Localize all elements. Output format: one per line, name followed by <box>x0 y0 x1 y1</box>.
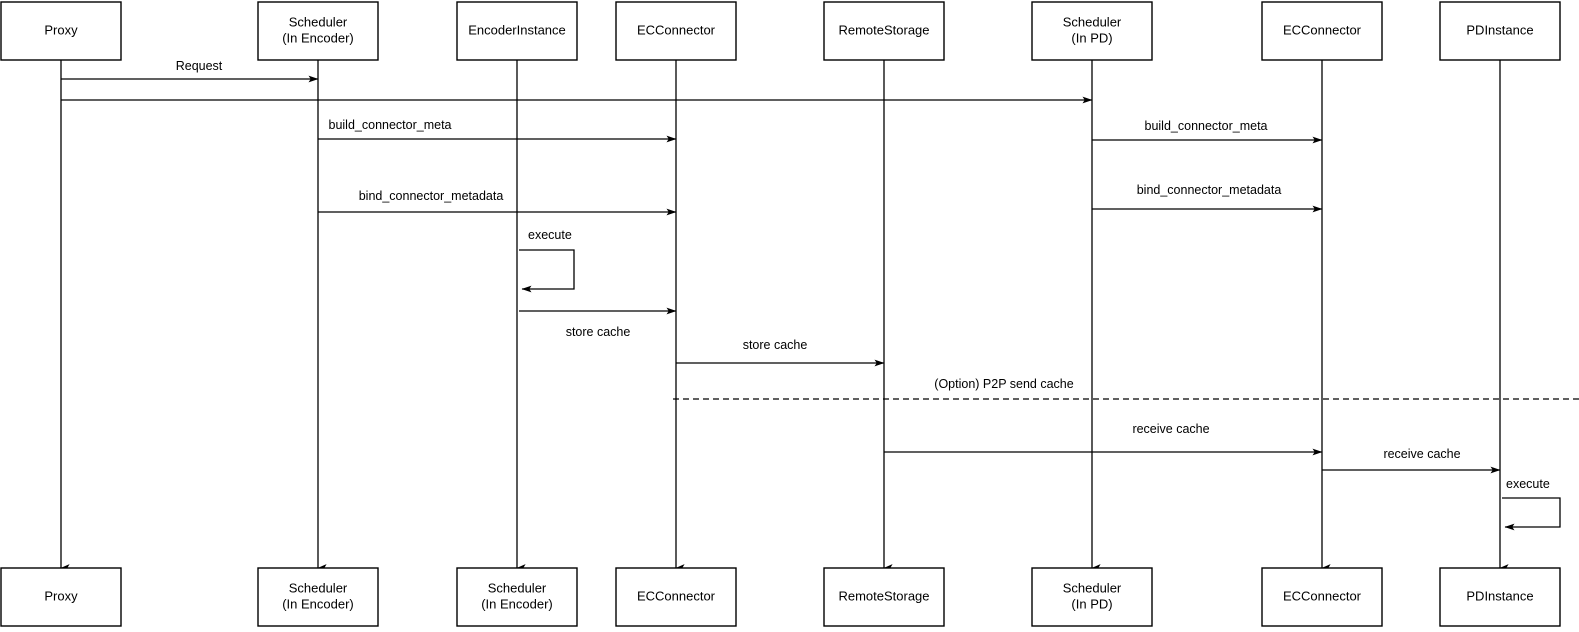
participant-box-rect <box>823 1 945 61</box>
msg-build-connector-meta-pd-label: build_connector_meta <box>1145 119 1268 133</box>
participant-box-rect <box>257 1 379 61</box>
participant-box-rect <box>1439 1 1561 61</box>
msg-build-connector-meta-pd[interactable]: build_connector_meta <box>1092 119 1323 144</box>
msg-receive-cache-ecconnector-to-pdinstance-label: receive cache <box>1383 447 1460 461</box>
msg-request-label: Request <box>176 59 223 73</box>
lifelines-layer <box>60 60 1509 572</box>
participant-box-bottom-remote-storage[interactable]: RemoteStorage <box>823 567 945 627</box>
participant-box-bottom-encoder-instance[interactable]: Scheduler(In Encoder) <box>456 567 578 627</box>
participant-box-bottom-proxy[interactable]: Proxy <box>0 567 122 627</box>
msg-store-cache-ecconnector-to-remote-label: store cache <box>743 338 808 352</box>
msg-p2p-send-cache-label: (Option) P2P send cache <box>934 377 1073 391</box>
participant-box-top-scheduler-in-pd[interactable]: Scheduler(In PD) <box>1031 1 1153 61</box>
participant-label: PDInstance <box>1466 22 1533 37</box>
participant-box-rect <box>456 1 578 61</box>
msg-build-connector-meta-encoder[interactable]: build_connector_meta <box>318 118 677 143</box>
participant-label: ECConnector <box>637 22 716 37</box>
participant-box-rect <box>1439 567 1561 627</box>
participant-label: Scheduler <box>1063 14 1122 29</box>
participant-box-top-remote-storage[interactable]: RemoteStorage <box>823 1 945 61</box>
participant-box-rect <box>0 1 122 61</box>
participant-box-rect <box>615 567 737 627</box>
participant-label: RemoteStorage <box>838 588 929 603</box>
participant-label: Scheduler <box>289 14 348 29</box>
msg-store-cache-encoder-to-ecconnector[interactable]: store cache <box>519 307 677 339</box>
participant-label: ECConnector <box>1283 588 1362 603</box>
participant-label: Proxy <box>44 588 78 603</box>
participant-box-top-ecconnector-pd[interactable]: ECConnector <box>1261 1 1383 61</box>
participant-box-rect <box>1031 1 1153 61</box>
participant-box-bottom-scheduler-in-encoder[interactable]: Scheduler(In Encoder) <box>257 567 379 627</box>
participant-box-top-pd-instance[interactable]: PDInstance <box>1439 1 1561 61</box>
msg-store-cache-encoder-to-ecconnector-label: store cache <box>566 325 631 339</box>
msg-build-connector-meta-encoder-label: build_connector_meta <box>329 118 452 132</box>
participant-box-rect <box>0 567 122 627</box>
participant-label: Scheduler <box>488 580 547 595</box>
participant-box-rect <box>1261 1 1383 61</box>
participant-label: Proxy <box>44 22 78 37</box>
self-execute-pd[interactable]: execute <box>1502 477 1561 531</box>
participant-label: PDInstance <box>1466 588 1533 603</box>
participant-box-rect <box>456 567 578 627</box>
msg-bind-connector-metadata-pd-label: bind_connector_metadata <box>1137 183 1282 197</box>
self-execute-pd-path <box>1502 497 1561 531</box>
participant-box-top-scheduler-in-encoder[interactable]: Scheduler(In Encoder) <box>257 1 379 61</box>
participant-label: ECConnector <box>1283 22 1362 37</box>
participant-box-rect <box>823 567 945 627</box>
participant-box-bottom-ecconnector-pd[interactable]: ECConnector <box>1261 567 1383 627</box>
participant-box-top-encoder-instance[interactable]: EncoderInstance <box>456 1 578 61</box>
participant-label: Scheduler <box>289 580 348 595</box>
participant-label: ECConnector <box>637 588 716 603</box>
participant-label: (In Encoder) <box>282 596 354 611</box>
msg-request[interactable]: Request <box>61 59 319 83</box>
participant-label: (In PD) <box>1071 596 1112 611</box>
self-execute-pd-label: execute <box>1506 477 1550 491</box>
msg-bind-connector-metadata-pd[interactable]: bind_connector_metadata <box>1092 183 1323 213</box>
participant-label: (In Encoder) <box>481 596 553 611</box>
msg-p2p-send-cache[interactable]: (Option) P2P send cache <box>673 377 1579 400</box>
participant-label: EncoderInstance <box>468 22 566 37</box>
messages-layer: Request build_connector_meta build_connect… <box>61 59 1579 531</box>
msg-store-cache-ecconnector-to-remote[interactable]: store cache <box>676 338 885 367</box>
participant-box-bottom-pd-instance[interactable]: PDInstance <box>1439 567 1561 627</box>
participant-box-rect <box>1261 567 1383 627</box>
participant-box-rect <box>615 1 737 61</box>
self-execute-encoder-label: execute <box>528 228 572 242</box>
msg-receive-cache-remote-to-ecconnector[interactable]: receive cache <box>884 422 1323 456</box>
participant-label: RemoteStorage <box>838 22 929 37</box>
participant-label: (In Encoder) <box>282 30 354 45</box>
participant-box-top-proxy[interactable]: Proxy <box>0 1 122 61</box>
participant-box-bottom-scheduler-in-pd[interactable]: Scheduler(In PD) <box>1031 567 1153 627</box>
participant-label: Scheduler <box>1063 580 1122 595</box>
self-execute-encoder[interactable]: execute <box>519 228 575 293</box>
participant-box-rect <box>1031 567 1153 627</box>
participant-box-bottom-ecconnector-encoder[interactable]: ECConnector <box>615 567 737 627</box>
msg-receive-cache-ecconnector-to-pdinstance[interactable]: receive cache <box>1322 447 1501 474</box>
msg-receive-cache-remote-to-ecconnector-label: receive cache <box>1132 422 1209 436</box>
msg-bind-connector-metadata-encoder[interactable]: bind_connector_metadata <box>318 189 677 216</box>
msg-bind-connector-metadata-encoder-label: bind_connector_metadata <box>359 189 504 203</box>
self-execute-encoder-path <box>519 249 575 293</box>
participant-box-rect <box>257 567 379 627</box>
participant-box-top-ecconnector-encoder[interactable]: ECConnector <box>615 1 737 61</box>
participant-label: (In PD) <box>1071 30 1112 45</box>
